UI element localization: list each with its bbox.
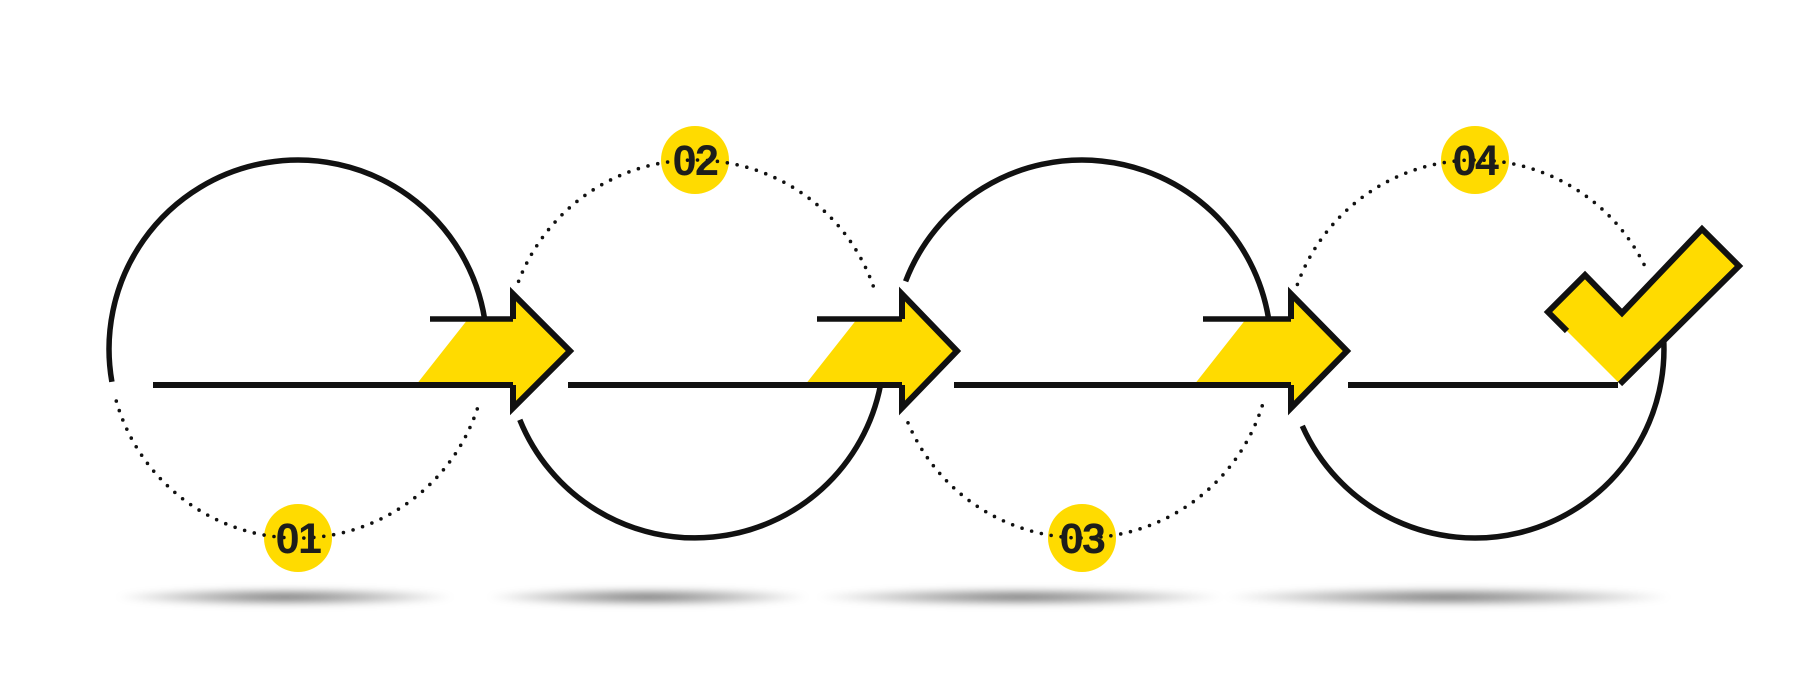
step-4-circle-solid-arc <box>1299 338 1667 541</box>
arrow-2-fill <box>805 294 957 408</box>
step-2-number: 02 <box>673 137 718 185</box>
arrow-1-fill <box>416 294 570 408</box>
step-4-circle-dotted-arc <box>1295 158 1649 287</box>
ground-shadow-1 <box>115 588 455 606</box>
step-2-circle-dotted-arc <box>516 158 877 293</box>
checkmark-outline <box>1543 224 1744 387</box>
arrow-outlines <box>430 286 1352 416</box>
ground-shadow-4 <box>1223 587 1673 607</box>
step-4-number: 04 <box>1453 137 1499 185</box>
step-numbers: 01 02 03 04 <box>276 137 1501 563</box>
step-3-number: 03 <box>1060 515 1105 563</box>
step-1-number: 01 <box>276 515 321 563</box>
arrow-3-head-outline <box>1288 286 1352 416</box>
step-3-circle-dotted-arc <box>906 402 1265 540</box>
step-2-badge <box>661 126 729 194</box>
ground-shadows <box>115 587 1673 607</box>
arrow-2-head-outline <box>899 286 962 416</box>
ground-shadow-3 <box>815 588 1225 606</box>
arrow-connectors <box>416 294 1347 408</box>
arrow-3-fill <box>1194 294 1347 408</box>
checkmark-icon <box>1543 224 1744 387</box>
step-2-circle-solid-arc <box>517 384 884 541</box>
step-1-badge <box>264 504 332 572</box>
checkmark-fill <box>1548 229 1739 384</box>
step-circles <box>106 157 1667 541</box>
arrow-1-head-outline <box>510 286 575 416</box>
step-3-circle-solid-arc <box>903 157 1272 320</box>
ground-shadow-2 <box>486 588 810 606</box>
step-1-circle-solid-arc <box>106 157 488 383</box>
